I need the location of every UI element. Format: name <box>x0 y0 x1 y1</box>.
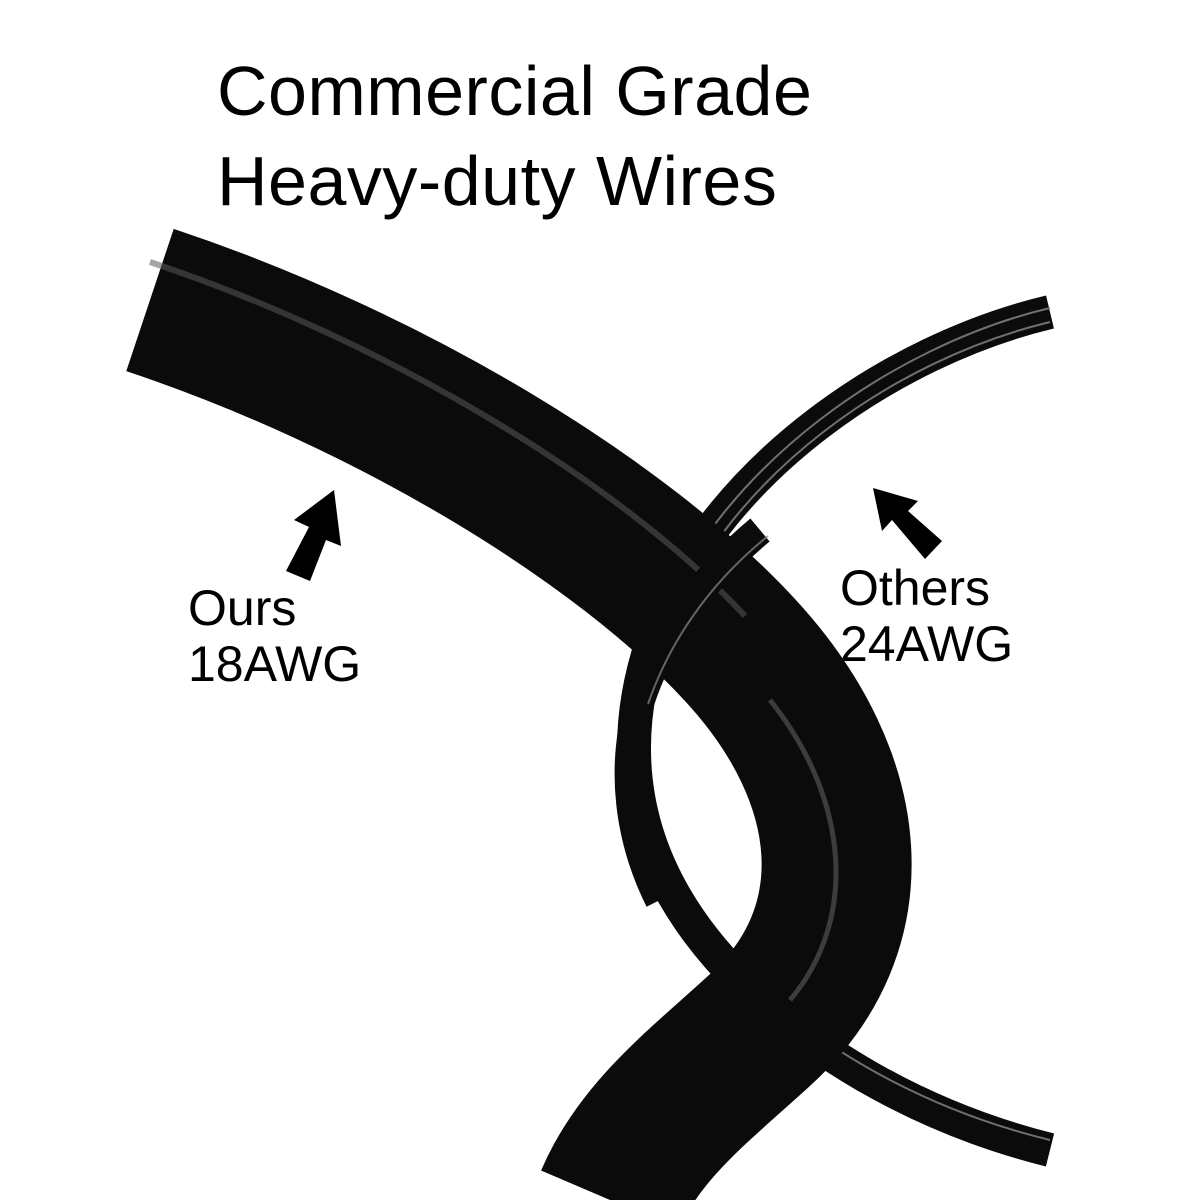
callout-others-name: Others <box>840 560 991 616</box>
thick-wire <box>126 228 912 1200</box>
thin-wire-front <box>614 518 770 907</box>
callout-ours-name: Ours <box>188 580 297 636</box>
callout-others-gauge: 24AWG <box>840 616 1014 672</box>
headline-line-2: Heavy-duty Wires <box>217 142 778 220</box>
callout-others: Others 24AWG <box>840 560 1013 672</box>
callout-ours-gauge: 18AWG <box>188 636 362 692</box>
callout-ours: Ours 18AWG <box>188 580 361 692</box>
headline: Commercial Grade Heavy-duty Wires <box>217 46 812 226</box>
headline-line-1: Commercial Grade <box>217 52 813 130</box>
